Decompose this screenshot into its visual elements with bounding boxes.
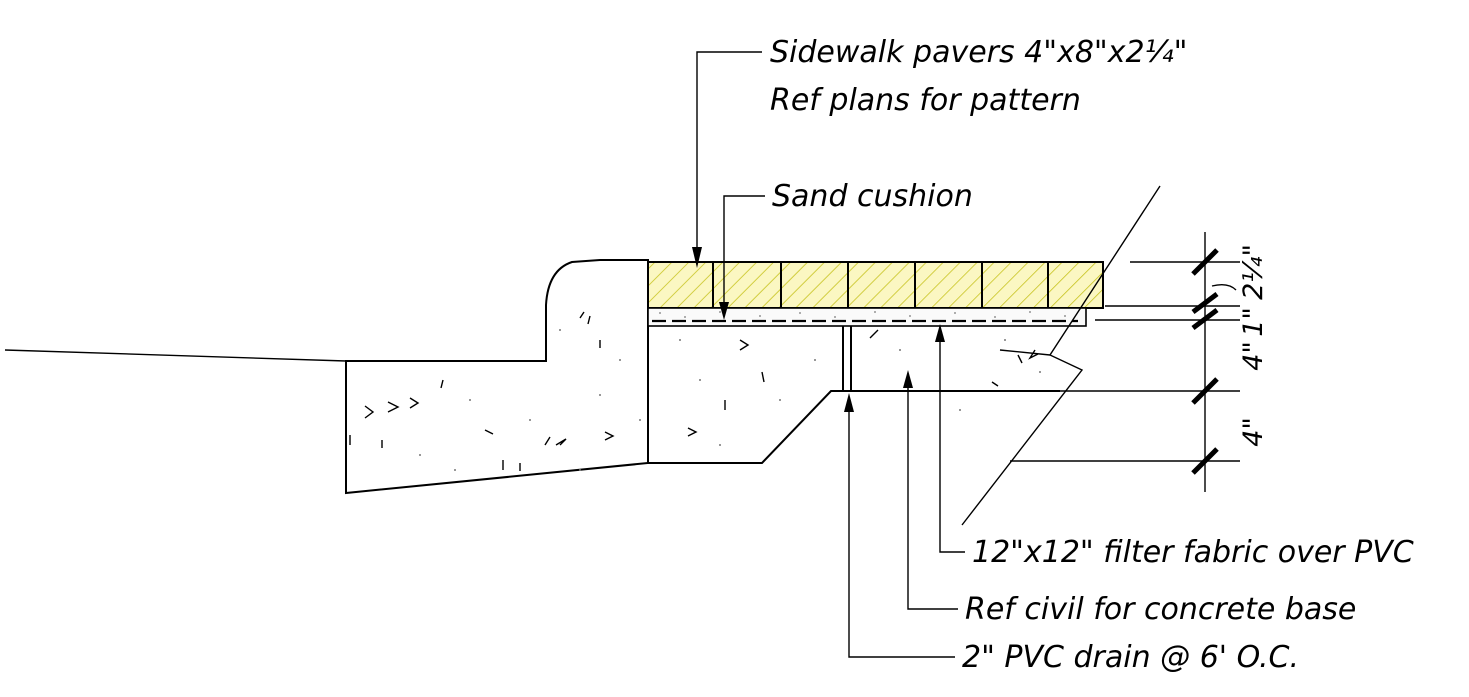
grade-line: [4, 349, 347, 362]
concrete-leader-arrowhead: [903, 370, 913, 388]
callout-pvc-drain: 2" PVC drain @ 6' O.C.: [962, 640, 1299, 675]
callout-pavers-line1: Sidewalk pavers 4"x8"x2¼": [770, 35, 1187, 70]
sand-dots: [659, 311, 1066, 318]
pavers-leader-arrowhead: [692, 247, 702, 268]
dim-paver-thickness: 2¼": [1238, 244, 1269, 300]
sand-cushion: [647, 307, 1087, 327]
sand-leader-arrowhead: [719, 302, 729, 320]
break-line: [961, 185, 1161, 526]
callout-filter-fabric: 12"x12" filter fabric over PVC: [972, 535, 1414, 570]
concrete-leader: [907, 378, 958, 610]
fabric-leader: [939, 332, 965, 553]
callout-concrete-base: Ref civil for concrete base: [965, 592, 1356, 627]
sand-leader: [723, 195, 765, 312]
pvc-drain-pipe: [842, 326, 852, 391]
callout-pavers-line2: Ref plans for pattern: [770, 83, 1081, 118]
callout-sand-cushion: Sand cushion: [772, 179, 973, 214]
dimension-ticks: [1191, 248, 1219, 475]
concrete-curb: [345, 259, 649, 495]
fabric-leader-arrowhead: [935, 324, 945, 342]
paver-joints: [712, 262, 1049, 308]
paver-course: [647, 261, 1104, 309]
concrete-dots: [419, 329, 1041, 471]
dim-sand-thickness: 1": [1238, 307, 1269, 337]
pavers-leader: [696, 51, 762, 258]
break-connector: [999, 349, 1051, 356]
dimension-lines: [1010, 232, 1240, 492]
drain-leader-arrowhead: [844, 393, 854, 412]
drain-leader: [848, 402, 955, 658]
dim-slab-thickness: 4": [1238, 341, 1269, 371]
concrete-base: [647, 326, 1060, 464]
dim-base-thickness: 4": [1238, 417, 1269, 447]
concrete-aggregate: [349, 311, 1039, 471]
